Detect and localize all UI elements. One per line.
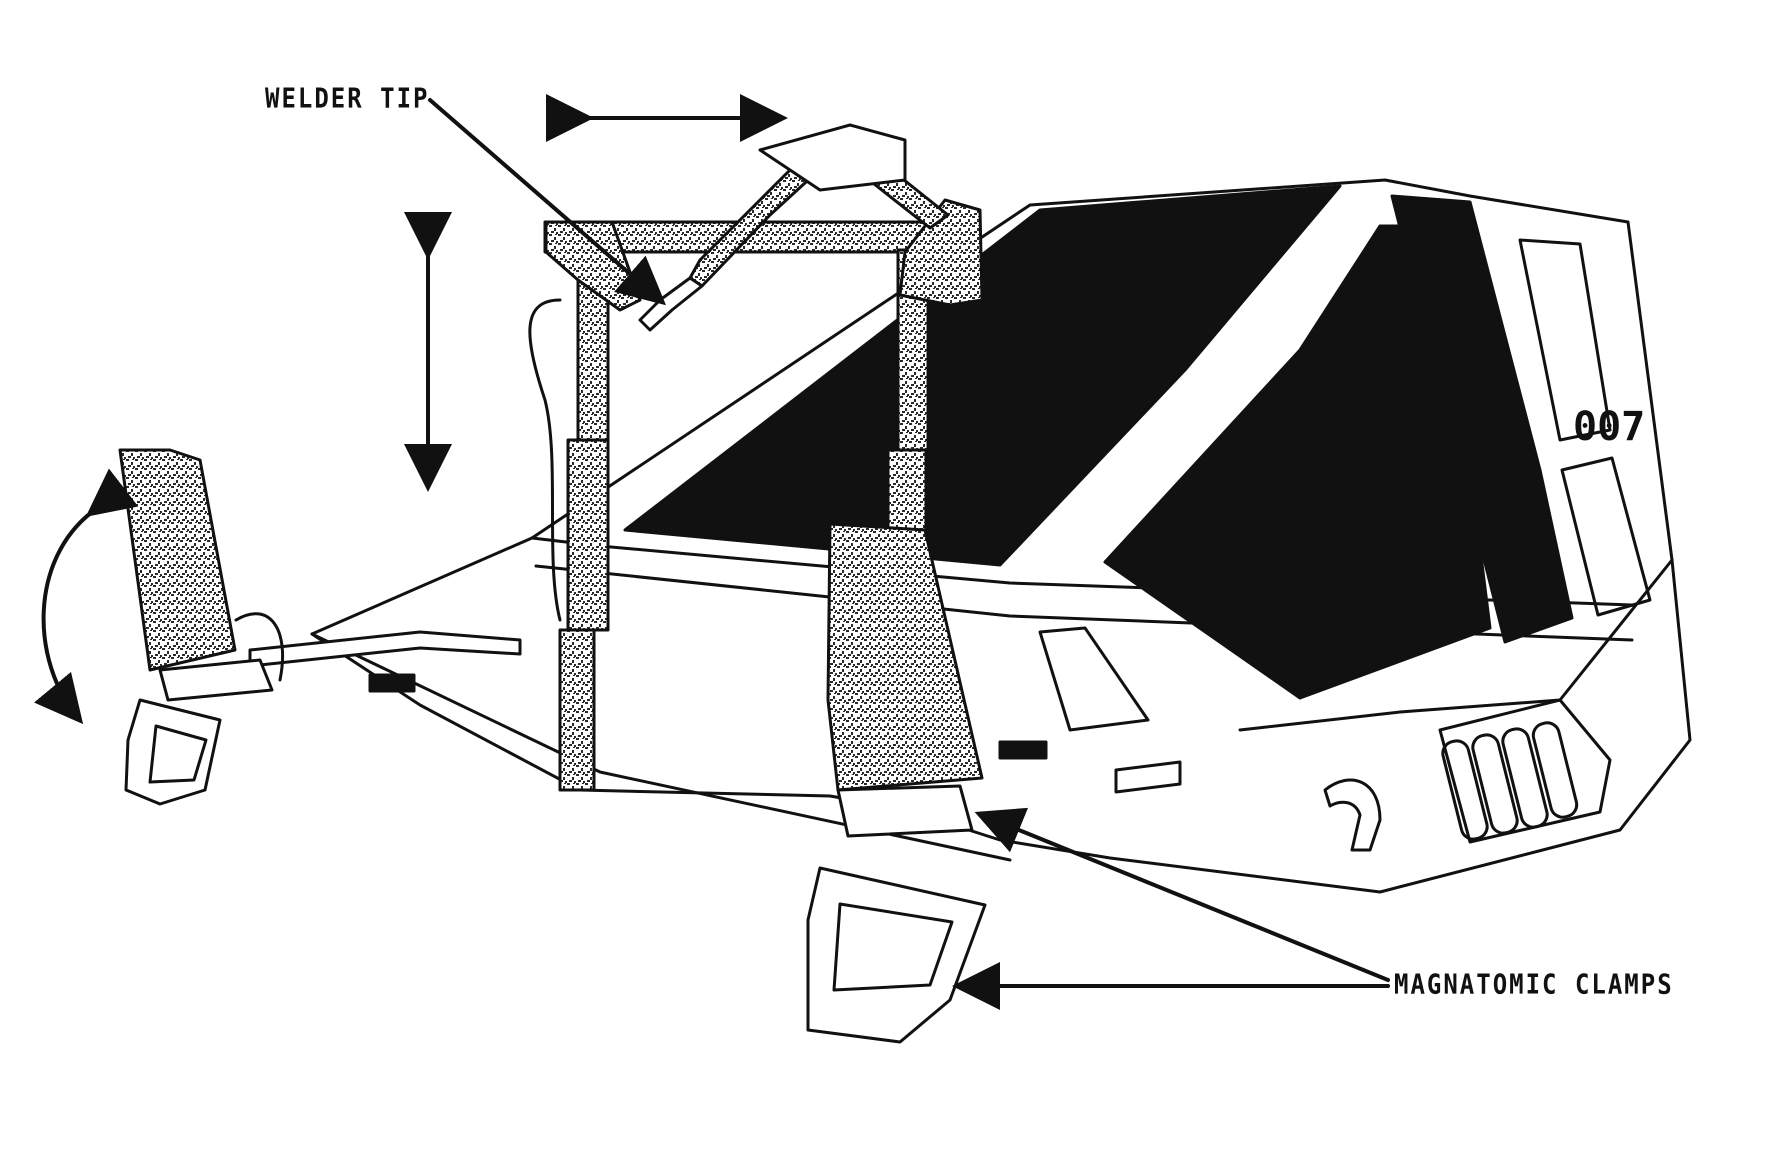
clamp-left-hinge — [158, 658, 274, 702]
welder-wrist — [758, 123, 907, 192]
clamps-leader-upper — [974, 807, 1390, 982]
clamp-left-jaw-inner — [148, 724, 208, 784]
clamp-left-paddle — [118, 448, 237, 672]
vent-slot-left — [368, 673, 416, 693]
clamp-center-paddle — [826, 522, 984, 792]
side-panel-upper — [1518, 238, 1612, 442]
hydraulic-hose — [528, 298, 562, 622]
welder-tip-nozzle — [638, 276, 704, 332]
thruster-canisters — [1441, 721, 1579, 841]
gantry-right-post-lower — [886, 448, 928, 542]
hull-number: 007 — [1573, 404, 1645, 450]
hull-handle — [1323, 778, 1382, 852]
welder-tip-leader — [428, 98, 667, 306]
magnatomic-clamps-label: MAGNATOMIC CLAMPS — [1394, 968, 1674, 1001]
rotation-motion-arrow — [34, 468, 139, 725]
hull-front-edge — [1238, 558, 1674, 732]
clamp-left-cable — [234, 612, 285, 682]
welder-tip-label: WELDER TIP — [265, 82, 430, 115]
vent-slot-right — [998, 740, 1048, 760]
lower-panel-a — [1038, 626, 1150, 732]
clamp-left-jaw — [124, 698, 222, 806]
gantry-right-bracket — [898, 198, 984, 307]
clamp-center-hinge — [836, 784, 974, 838]
gantry-left-post-foot — [558, 628, 596, 792]
clamp-center-jaw — [806, 866, 987, 1044]
clamp-center-jaw-inner — [832, 902, 954, 992]
front-windscreen-strip — [1390, 194, 1574, 644]
gantry-left-post-lower — [566, 438, 610, 632]
side-panel-lower — [1560, 456, 1652, 617]
lower-panel-b — [1114, 760, 1182, 794]
thruster-housing — [1438, 698, 1612, 844]
